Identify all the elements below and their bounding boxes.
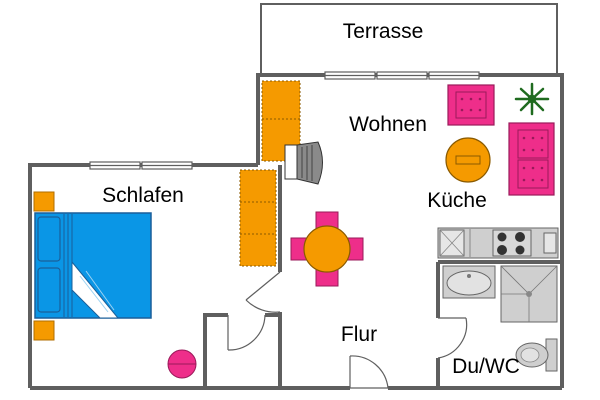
- bathroom-fixtures: [442, 265, 558, 372]
- terrace-railing: [260, 3, 558, 75]
- room-label-kueche: Küche: [427, 189, 487, 212]
- kitchen-counter: [437, 227, 559, 259]
- dining-table-icon: [290, 211, 364, 287]
- wall-closet: [203, 313, 228, 388]
- washbasin-icon: [442, 265, 496, 299]
- tv-icon: [284, 141, 323, 185]
- coffee-table-icon: [445, 137, 491, 183]
- fridge-icon: [543, 232, 557, 254]
- room-label-terrasse: Terrasse: [343, 20, 424, 43]
- room-label-wohnen: Wohnen: [349, 113, 427, 136]
- door-bathroom: [437, 317, 468, 359]
- wardrobe-icon: [239, 169, 277, 267]
- sink-icon: [439, 229, 465, 257]
- pillow-icon: [37, 267, 61, 313]
- room-label-bad: Du/WC: [452, 355, 520, 378]
- windows: [89, 71, 480, 170]
- pillow-icon: [37, 216, 61, 262]
- doors: [227, 271, 468, 389]
- blanket-fold-icon: [71, 260, 120, 319]
- door-entrance: [349, 355, 389, 389]
- stool-icon: [167, 349, 197, 379]
- plant-icon: [514, 82, 550, 116]
- nightstand-bottom-icon: [33, 320, 55, 341]
- living-furniture: [261, 80, 555, 287]
- bed-icon: [34, 212, 152, 319]
- room-label-flur: Flur: [341, 323, 377, 346]
- shower-icon: [500, 265, 558, 323]
- nightstand-top-icon: [33, 191, 55, 212]
- sofa-icon: [508, 122, 555, 196]
- stove-icon: [492, 229, 532, 257]
- bedroom-furniture: [33, 169, 277, 379]
- door-bedroom: [245, 271, 281, 313]
- door-closet: [227, 314, 266, 351]
- armchair-icon: [447, 84, 495, 126]
- toilet-icon: [515, 338, 558, 372]
- room-label-schlafen: Schlafen: [102, 184, 184, 207]
